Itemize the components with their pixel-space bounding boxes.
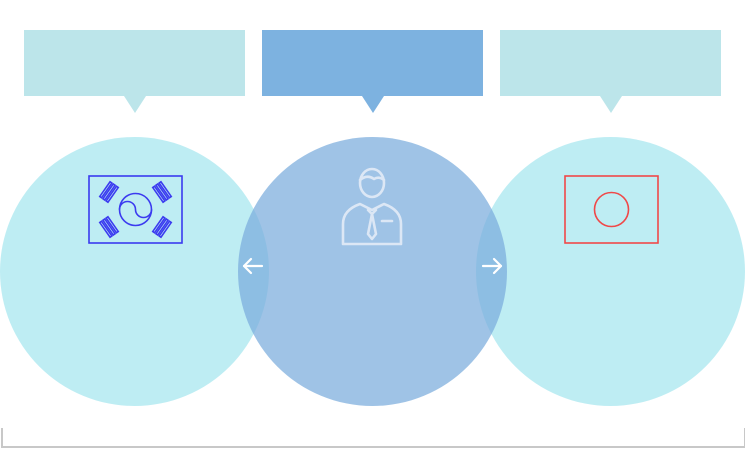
japan-flag-icon xyxy=(564,175,659,244)
arrow-right-icon xyxy=(481,257,503,275)
callout-right xyxy=(500,30,721,96)
businessman-icon xyxy=(341,167,403,246)
circle-center xyxy=(238,137,507,406)
bottom-bracket xyxy=(1,428,745,448)
circle-right xyxy=(476,137,745,406)
circle-left xyxy=(0,137,269,406)
callout-left xyxy=(24,30,245,96)
arrow-left-icon xyxy=(242,257,264,275)
south-korea-flag-icon xyxy=(88,175,183,244)
callout-center xyxy=(262,30,483,96)
